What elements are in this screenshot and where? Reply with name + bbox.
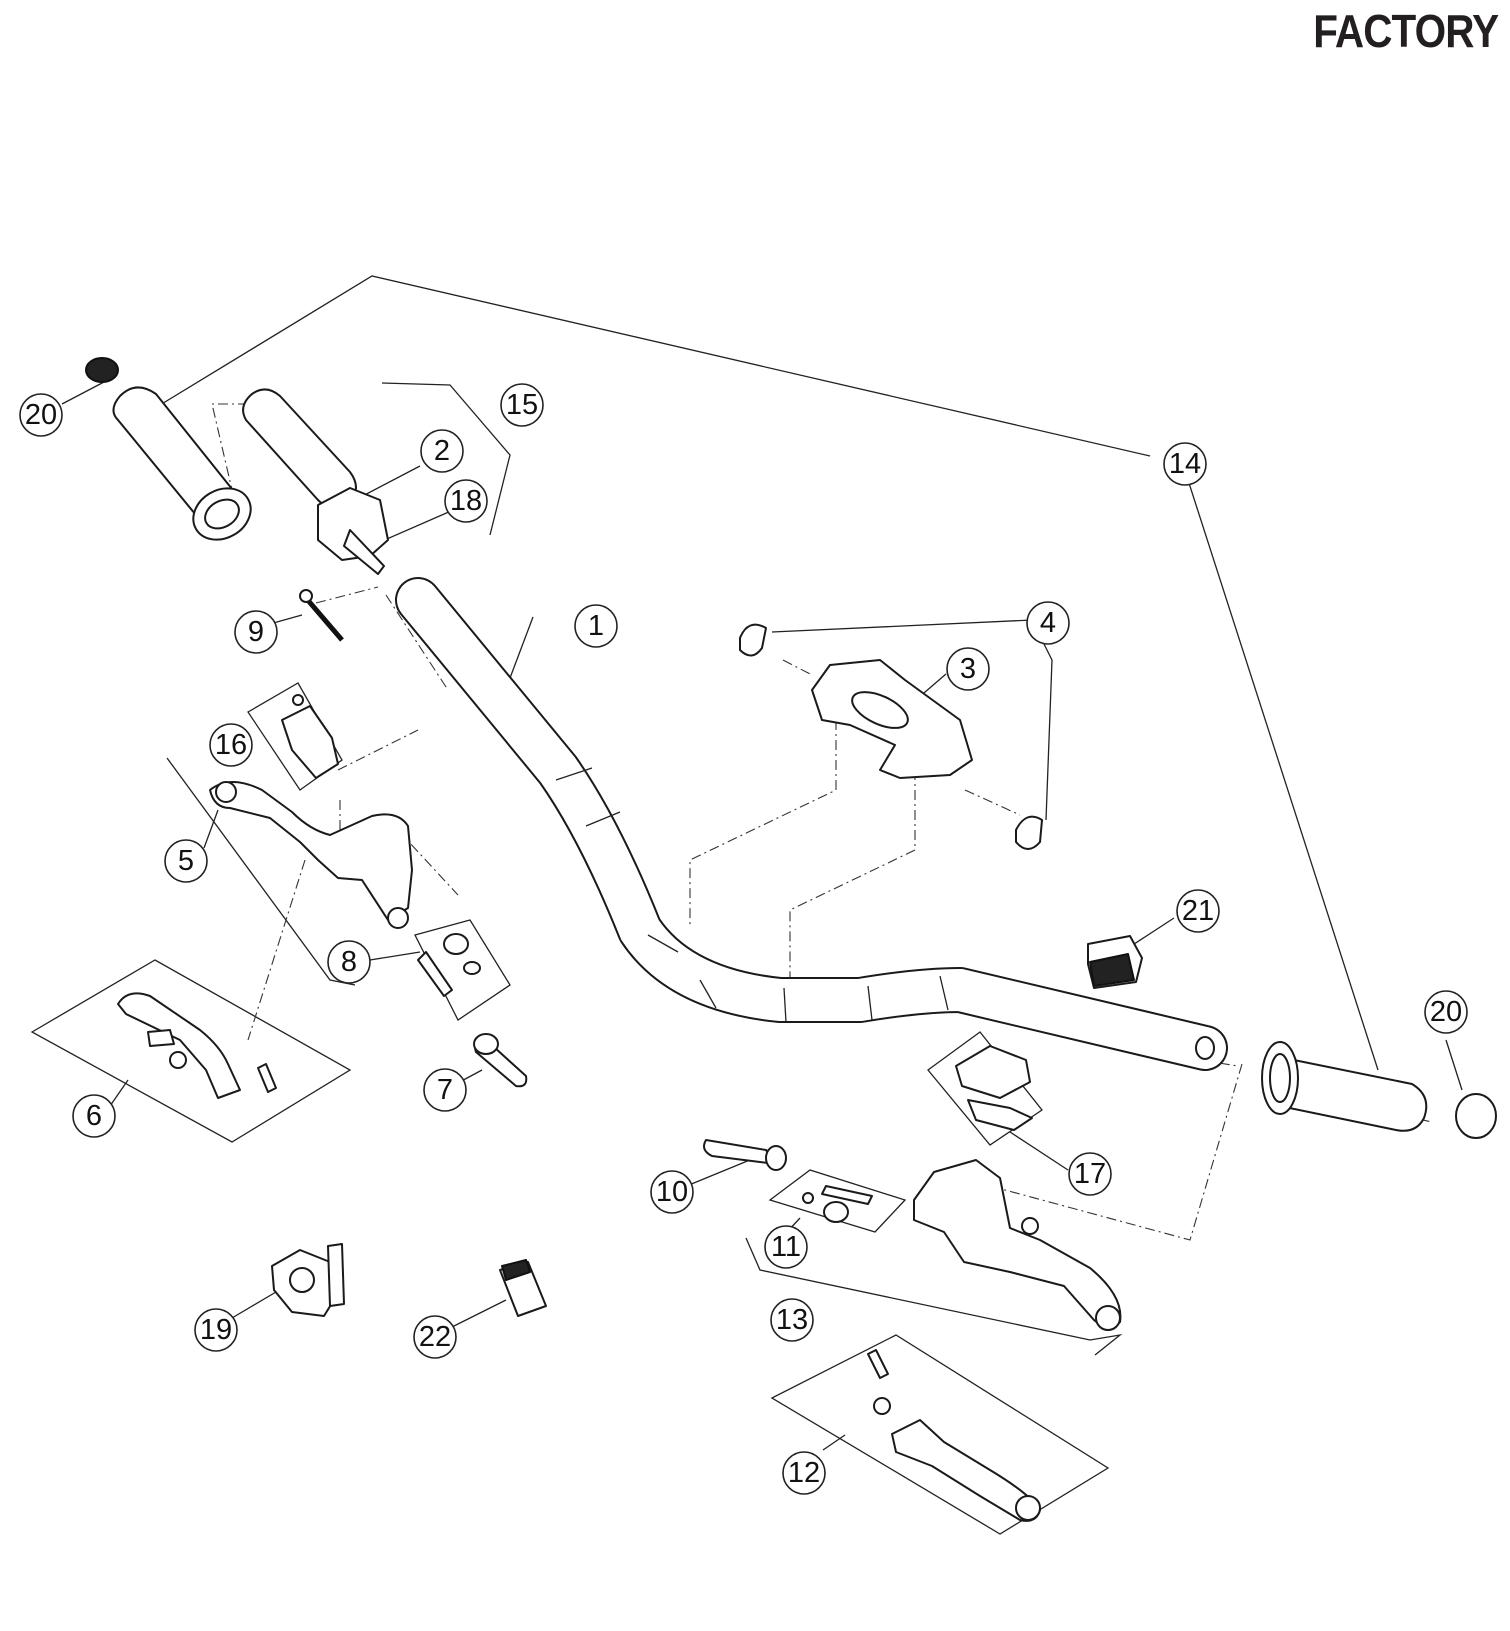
clutch-master-cylinder-part — [913, 1159, 1122, 1331]
callout-9: 9 — [234, 610, 278, 654]
svg-text:12: 12 — [788, 1457, 820, 1489]
callout-15: 15 — [500, 383, 544, 427]
callout-3: 3 — [946, 647, 990, 691]
svg-text:8: 8 — [341, 946, 357, 978]
throttle-part — [242, 388, 389, 575]
svg-text:14: 14 — [1169, 448, 1201, 480]
svg-text:10: 10 — [656, 1176, 688, 1208]
callout-21: 21 — [1176, 889, 1220, 933]
clutch-cylinder-part — [703, 1139, 787, 1171]
callout-13: 13 — [770, 1298, 814, 1342]
svg-text:1: 1 — [588, 610, 604, 642]
left-grip-part — [85, 357, 252, 541]
callout-19: 19 — [194, 1308, 238, 1352]
svg-text:3: 3 — [960, 653, 976, 685]
clutch-plunger-kit-part — [802, 1185, 873, 1223]
brake-master-cylinder-part — [209, 781, 413, 929]
callout-10: 10 — [650, 1170, 694, 1214]
switch-part — [1087, 935, 1143, 989]
svg-text:22: 22 — [419, 1321, 451, 1353]
svg-text:20: 20 — [1430, 996, 1462, 1028]
handlebar-clamp-part — [811, 659, 973, 779]
svg-text:11: 11 — [771, 1231, 801, 1263]
handlebar-part — [395, 577, 1228, 1071]
adjuster-part — [473, 1033, 528, 1088]
callout-11: 11 — [764, 1225, 808, 1269]
right-end-cap-part — [1455, 1093, 1497, 1139]
callout-6: 6 — [72, 1094, 116, 1138]
sachet-part — [499, 1259, 547, 1317]
callout-18: 18 — [444, 479, 488, 523]
callout-7: 7 — [423, 1068, 467, 1112]
callout-5: 5 — [164, 839, 208, 883]
brand-logo: FACTORY — [1312, 5, 1499, 57]
callout-17: 17 — [1068, 1152, 1112, 1196]
svg-text:18: 18 — [450, 485, 482, 517]
callout-22: 22 — [413, 1315, 457, 1359]
svg-text:5: 5 — [178, 845, 194, 877]
clutch-lever-part — [867, 1349, 1041, 1522]
callout-2: 2 — [420, 429, 464, 473]
svg-text:6: 6 — [86, 1100, 102, 1132]
svg-text:13: 13 — [776, 1304, 808, 1336]
right-grip-part — [1261, 1041, 1428, 1132]
reservoir-cover-part — [281, 694, 339, 779]
callout-12: 12 — [782, 1451, 826, 1495]
callout-16: 16 — [209, 723, 253, 767]
callout-14: 14 — [1163, 442, 1207, 486]
svg-text:19: 19 — [200, 1314, 232, 1346]
assembly-lines — [30, 275, 1463, 1535]
callout-1: 1 — [574, 604, 618, 648]
svg-text:16: 16 — [215, 729, 247, 761]
svg-text:2: 2 — [434, 435, 450, 467]
svg-text:7: 7 — [437, 1074, 453, 1106]
svg-text:20: 20 — [25, 399, 57, 431]
svg-text:15: 15 — [506, 389, 538, 421]
callout-4: 4 — [1026, 601, 1070, 645]
svg-text:21: 21 — [1182, 895, 1214, 927]
plunger-kit-part — [417, 933, 481, 997]
pin-part — [299, 589, 344, 642]
callout-20-right: 20 — [1424, 990, 1468, 1034]
brake-lever-part — [117, 992, 277, 1099]
alignment-lines — [211, 403, 1433, 1241]
svg-text:9: 9 — [248, 616, 264, 648]
switch-housing-part — [271, 1243, 345, 1317]
cable-clip-part — [739, 623, 1043, 850]
callout-layer: 1 2 3 4 5 6 7 8 9 10 11 12 13 14 15 16 1… — [19, 383, 1468, 1495]
svg-text:17: 17 — [1074, 1158, 1106, 1190]
svg-text:4: 4 — [1040, 607, 1056, 639]
callout-8: 8 — [327, 940, 371, 984]
callout-20-left: 20 — [19, 393, 63, 437]
clutch-reservoir-cover-part — [955, 1045, 1033, 1131]
